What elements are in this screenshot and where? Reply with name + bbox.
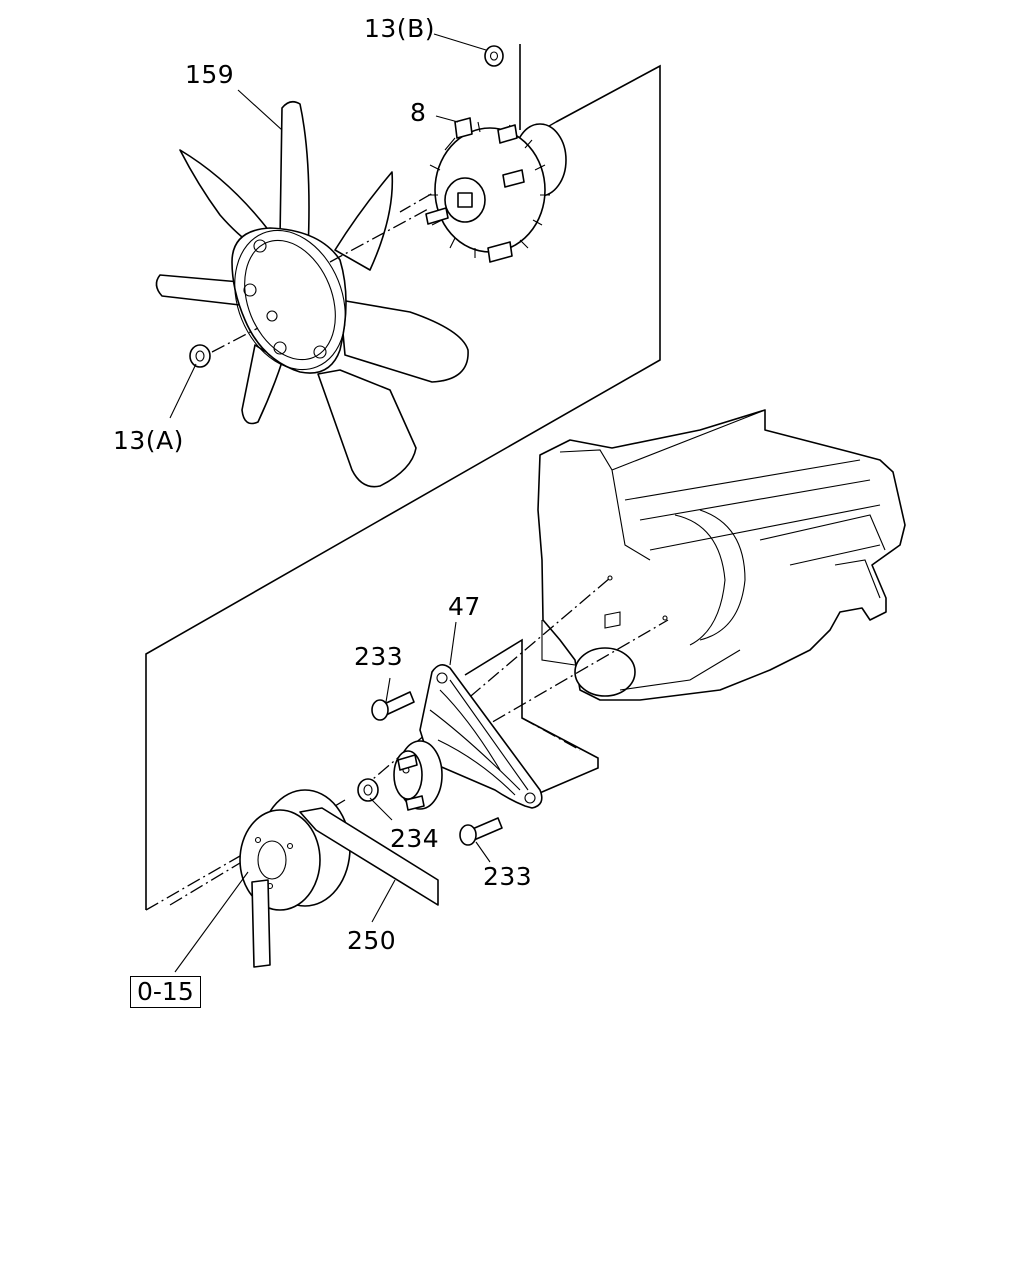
callout-250: 250 [347, 926, 397, 955]
nut-13a [189, 344, 211, 368]
reference-link-box[interactable]: 0-15 [130, 976, 201, 1008]
nut-13b [484, 44, 521, 130]
bolt-233-lower [459, 817, 503, 846]
engine-block [537, 409, 906, 701]
callout-13b: 13(B) [364, 14, 435, 43]
callout-159: 159 [185, 60, 235, 89]
callout-47: 47 [448, 592, 481, 621]
drive-belt [251, 807, 439, 968]
nut-234 [357, 778, 379, 802]
callout-234: 234 [390, 824, 440, 853]
mounting-plate [464, 638, 599, 796]
leader-lines [169, 33, 491, 973]
callout-233-upper: 233 [354, 642, 404, 671]
callout-8: 8 [410, 98, 427, 127]
fan-clutch [425, 117, 567, 263]
callout-13a: 13(A) [113, 426, 184, 455]
cooling-fan [155, 100, 469, 488]
fan-bracket [393, 664, 543, 811]
bolt-233-upper [371, 691, 415, 721]
callout-233-lower: 233 [483, 862, 533, 891]
